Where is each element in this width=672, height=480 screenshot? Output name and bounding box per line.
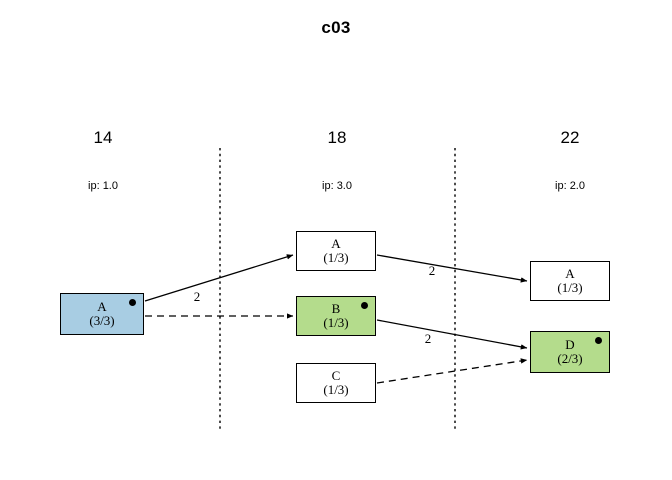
column-header-1: 14 xyxy=(93,128,113,147)
node-a-column-14[interactable]: A (3/3) xyxy=(60,293,144,335)
node-count: (1/3) xyxy=(557,280,583,295)
node-a-column-22[interactable]: A (1/3) xyxy=(530,261,610,301)
node-a-column-18[interactable]: A (1/3) xyxy=(296,231,376,271)
page-title: c03 xyxy=(321,18,351,37)
node-marker-dot xyxy=(595,337,602,344)
node-count: (1/3) xyxy=(323,315,349,330)
column-subtitle-3: ip: 2.0 xyxy=(555,180,585,192)
node-b-column-18[interactable]: B (1/3) xyxy=(296,296,376,336)
node-c-column-18[interactable]: C (1/3) xyxy=(296,363,376,403)
node-marker-dot xyxy=(129,299,136,306)
node-label: B xyxy=(331,300,341,316)
node-label: D xyxy=(565,336,575,352)
node-marker-dot xyxy=(361,302,368,309)
node-count: (1/3) xyxy=(323,382,349,397)
node-count: (3/3) xyxy=(89,313,115,328)
column-header-3: 22 xyxy=(560,128,580,147)
edge-a18-a22 xyxy=(376,254,528,283)
edge-b18-d22 xyxy=(376,319,528,350)
node-label: C xyxy=(331,367,341,383)
edge-label-a14-a18: 2 xyxy=(193,289,201,304)
edge-label-a18-a22: 2 xyxy=(428,263,436,278)
column-subtitle-2: ip: 3.0 xyxy=(322,180,352,192)
node-label: A xyxy=(97,298,107,314)
edge-a14-a18 xyxy=(144,254,294,302)
node-d-column-22[interactable]: D (2/3) xyxy=(530,331,610,373)
edge-label-b18-d22: 2 xyxy=(424,331,432,346)
column-subtitle-1: ip: 1.0 xyxy=(88,180,118,192)
edge-c18-d22 xyxy=(376,358,528,384)
node-label: A xyxy=(565,265,575,281)
node-count: (2/3) xyxy=(557,351,583,366)
column-header-2: 18 xyxy=(327,128,347,147)
node-count: (1/3) xyxy=(323,250,349,265)
node-label: A xyxy=(331,235,341,251)
